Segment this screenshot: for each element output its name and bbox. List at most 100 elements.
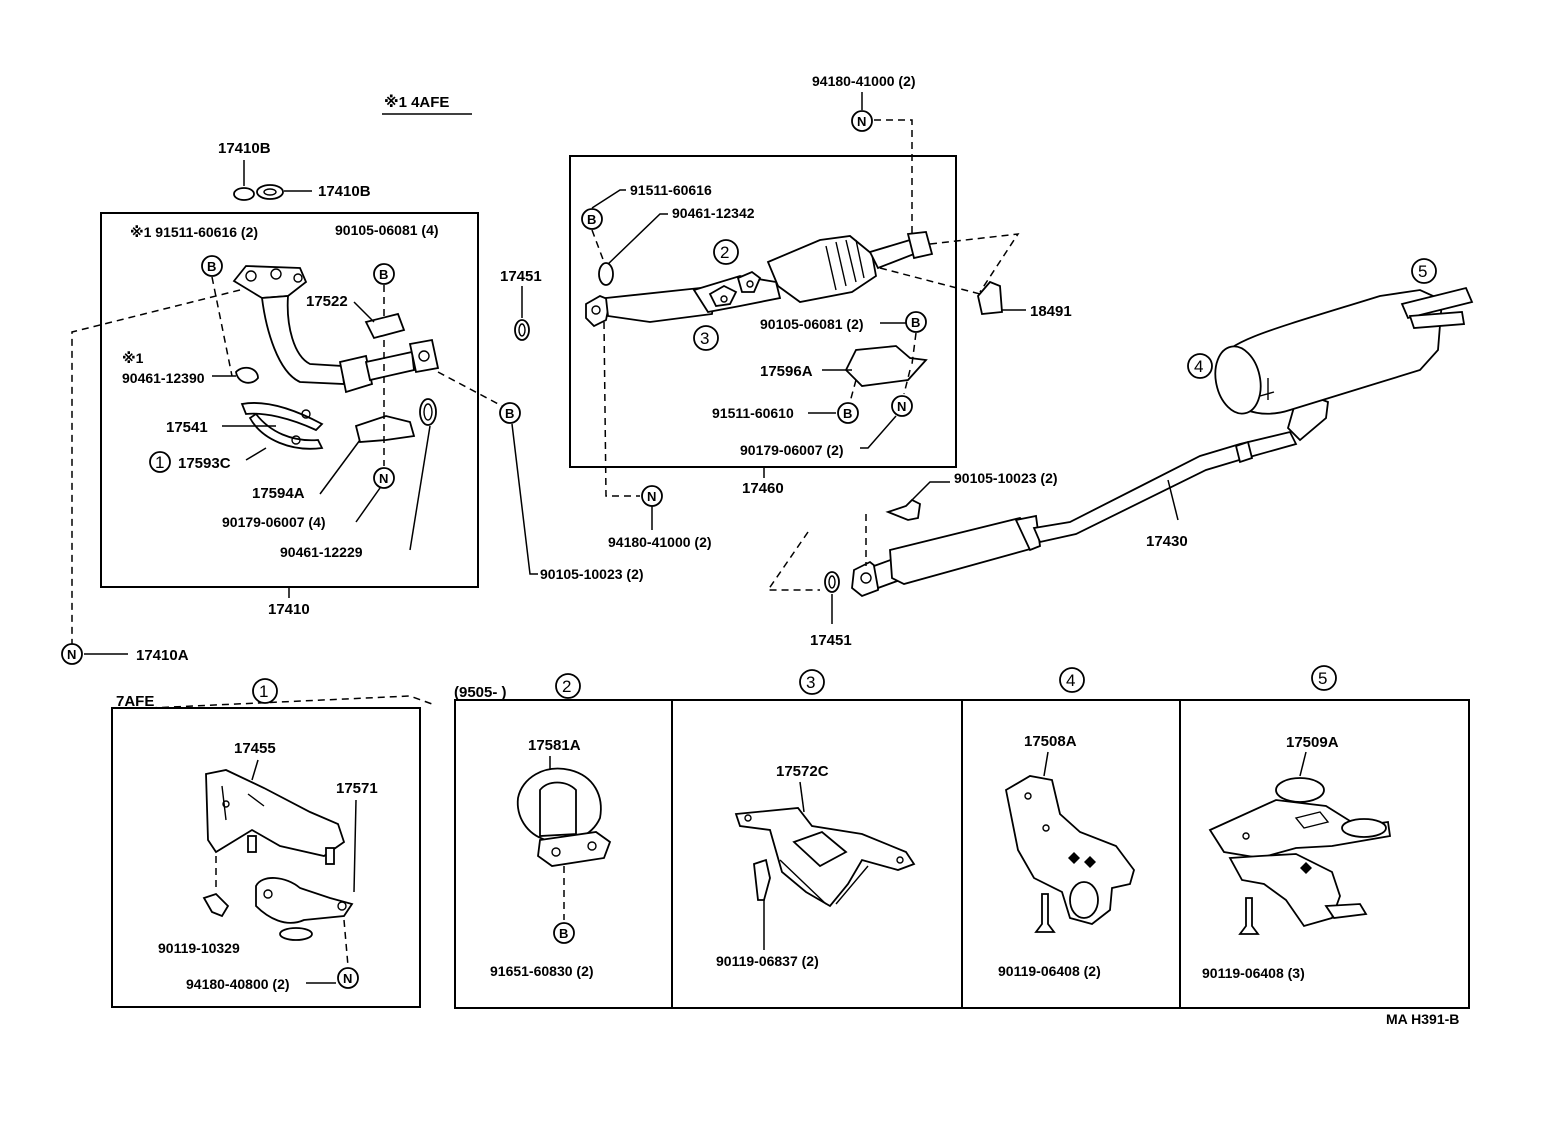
bolt-90119-06837: [753, 858, 771, 901]
svg-text:N: N: [647, 489, 656, 504]
bracket-17455: [205, 769, 346, 865]
label-17455: 17455: [234, 740, 276, 757]
b-symbol-6: B: [837, 402, 859, 424]
label-17522: 17522: [306, 293, 348, 310]
detail-1-box: [111, 707, 421, 1008]
circle-num-4a: 4: [1187, 353, 1213, 379]
drawing-id: MA H391-B: [1386, 1011, 1459, 1027]
label-90105-10023-left: 90105-10023 (2): [540, 566, 644, 582]
dash-b3: [437, 371, 503, 407]
svg-text:N: N: [343, 971, 352, 986]
svg-text:B: B: [559, 926, 568, 941]
label-18491: 18491: [1030, 303, 1072, 320]
label-94180-40800: 94180-40800 (2): [186, 976, 290, 992]
gasket-90461-12390: [235, 366, 259, 384]
bolt-90119-06408-3: [1238, 897, 1260, 935]
n-symbol-6: N: [337, 967, 359, 989]
support-17571: [255, 877, 354, 941]
label-91651-60830: 91651-60830 (2): [490, 963, 594, 979]
label-90461-12342: 90461-12342: [672, 205, 755, 221]
svg-text:4: 4: [1194, 357, 1203, 376]
dash-n4: [903, 369, 911, 395]
circle-num-5a: 5: [1411, 258, 1437, 284]
label-90461-12390-note: ※1: [122, 350, 144, 366]
circle-num-3b: 3: [799, 669, 825, 695]
svg-text:1: 1: [155, 453, 164, 472]
b-symbol-1: B: [201, 255, 223, 277]
label-17410: 17410: [268, 601, 310, 618]
catalytic-converter-part: [585, 231, 934, 328]
gasket-90461-12342: [598, 262, 614, 286]
dash-n6: [343, 919, 349, 967]
dash-18491: [929, 233, 1020, 293]
label-17572c: 17572C: [776, 763, 829, 780]
circle-num-5b: 5: [1311, 665, 1337, 691]
label-17596a: 17596A: [760, 363, 813, 380]
label-17410b-side: 17410B: [318, 183, 371, 200]
label-91511-60616: 91511-60616: [630, 182, 712, 198]
svg-text:N: N: [67, 647, 76, 662]
svg-text:B: B: [587, 212, 596, 227]
dash-17410a: [71, 289, 241, 644]
svg-text:N: N: [897, 399, 906, 414]
hanger-17509a: [1208, 777, 1392, 928]
gasket-17410b-right: [256, 184, 284, 200]
circle-num-2a: 2: [713, 239, 739, 265]
circle-num-1a: 1: [149, 451, 171, 473]
leader-17571: [353, 799, 357, 893]
svg-text:B: B: [207, 259, 216, 274]
label-17451-top: 17451: [500, 268, 542, 285]
svg-text:5: 5: [1318, 669, 1327, 688]
b-symbol-4: B: [581, 208, 603, 230]
b-symbol-7: B: [553, 922, 575, 944]
leader-17509a: [1299, 751, 1307, 777]
gasket-17451-top-inner: [518, 323, 526, 337]
leader-90461-12229: [409, 425, 431, 551]
label-17508a: 17508A: [1024, 733, 1077, 750]
dash-b4: [591, 229, 605, 263]
label-17410a: 17410A: [136, 647, 189, 664]
gasket-17410b-inner: [263, 188, 277, 196]
circle-num-2b: 2: [555, 673, 581, 699]
gasket-17451-top: [514, 319, 530, 341]
label-90105-06081-2: 90105-06081 (2): [760, 316, 864, 332]
circle-num-3a: 3: [693, 325, 719, 351]
front-pipe-part: [232, 265, 440, 394]
gasket-17410b-left: [233, 187, 255, 201]
gasket-90461-12229-inner: [423, 403, 433, 421]
engine-note: ※1 4AFE: [384, 93, 449, 111]
label-90119-06837: 90119-06837 (2): [716, 953, 819, 969]
leader-17522: [353, 301, 375, 323]
svg-text:N: N: [857, 114, 866, 129]
label-94180-41000-bottom: 94180-41000 (2): [608, 534, 712, 550]
gasket-90461-12229: [419, 398, 437, 426]
label-90179-06007-4: 90179-06007 (4): [222, 514, 326, 530]
label-17451-bottom: 17451: [810, 632, 852, 649]
bolt-90119-10329: [202, 892, 230, 918]
dash-18491-b: [879, 267, 981, 295]
label-17593c: 17593C: [178, 455, 231, 472]
label-94180-41000-top: 94180-41000 (2): [812, 73, 916, 89]
leader-90179-06007-2: [860, 415, 897, 449]
svg-text:5: 5: [1418, 262, 1427, 281]
svg-text:4: 4: [1066, 671, 1075, 690]
label-17581a: 17581A: [528, 737, 581, 754]
hanger-18491: [977, 280, 1003, 315]
dash-b1: [211, 276, 233, 377]
b-symbol-2: B: [373, 263, 395, 285]
svg-text:3: 3: [806, 673, 815, 692]
insulator-17541: [240, 402, 324, 450]
leader-17455: [251, 759, 259, 781]
label-17541: 17541: [166, 419, 208, 436]
label-90119-06408-2: 90119-06408 (2): [998, 963, 1101, 979]
svg-text:N: N: [379, 471, 388, 486]
dash-b5: [911, 332, 917, 365]
dash-7afe: [149, 695, 433, 709]
label-90461-12390: 90461-12390: [122, 370, 205, 386]
label-90179-06007-2: 90179-06007 (2): [740, 442, 844, 458]
dash-n3: [874, 119, 913, 236]
label-17509a: 17509A: [1286, 734, 1339, 751]
n-symbol-2: N: [61, 643, 83, 665]
hanger-17508a: [1004, 775, 1135, 925]
svg-text:B: B: [379, 267, 388, 282]
